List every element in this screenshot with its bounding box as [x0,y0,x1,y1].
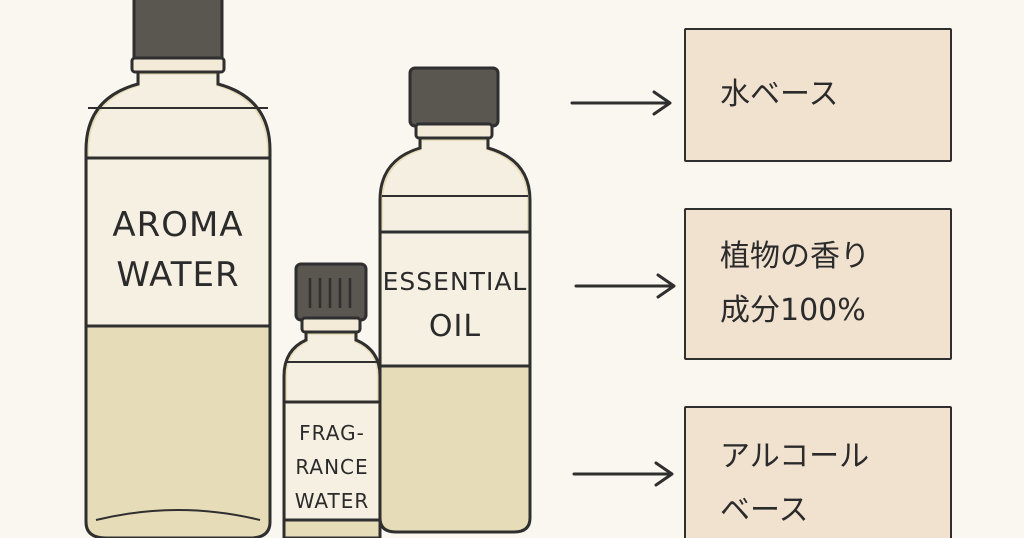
bottle-essential-oil-collar [414,122,494,140]
arrow-3 [572,461,674,487]
bottle-aroma-water: AROMA WATER [84,0,272,538]
bottle-fragrance-water-label-line3: WATER [295,489,370,513]
bottle-fragrance-water: FRAG- RANCE WATER [282,262,382,538]
bottle-aroma-water-base-curve [95,509,261,521]
description-box-water-base-line1: 水ベース [720,77,839,112]
bottle-fragrance-water-label [286,402,378,520]
arrow-2 [574,273,676,299]
bottle-fragrance-water-cap-ridges [308,278,352,308]
description-box-plant-aroma-line2: 成分100% [720,293,866,328]
description-box-plant-aroma-line1: 植物の香り [720,239,870,274]
bottle-aroma-water-collar [130,56,226,74]
bottle-essential-oil: ESSENTIAL OIL [378,66,532,534]
bottle-fragrance-water-label-line1: FRAG- [299,421,365,445]
bottle-aroma-water-headspace [89,75,267,158]
bottle-aroma-water-label [88,158,268,326]
description-box-water-base: 水ベース [684,28,952,162]
bottle-essential-oil-headspace [383,141,527,232]
bottle-essential-oil-cap [408,66,500,128]
bottle-essential-oil-label [382,232,528,366]
description-box-alcohol-base-line2: ベース [720,493,809,528]
bottle-fragrance-water-label-line2: RANCE [295,455,368,479]
bottle-fragrance-water-headspace [287,335,377,402]
bottle-fragrance-water-collar [300,316,362,334]
bottle-aroma-water-cap [132,0,224,64]
description-box-plant-aroma: 植物の香り 成分100% [684,208,952,360]
description-box-alcohol-base: アルコール ベース [684,406,952,538]
bottle-aroma-water-label-line2: WATER [116,255,239,295]
arrow-1 [570,90,672,116]
description-box-alcohol-base-line1: アルコール [720,439,870,474]
bottle-essential-oil-label-line1: ESSENTIAL [383,267,528,296]
bottle-essential-oil-label-line2: OIL [429,309,481,344]
bottle-aroma-water-label-line1: AROMA [112,205,243,245]
